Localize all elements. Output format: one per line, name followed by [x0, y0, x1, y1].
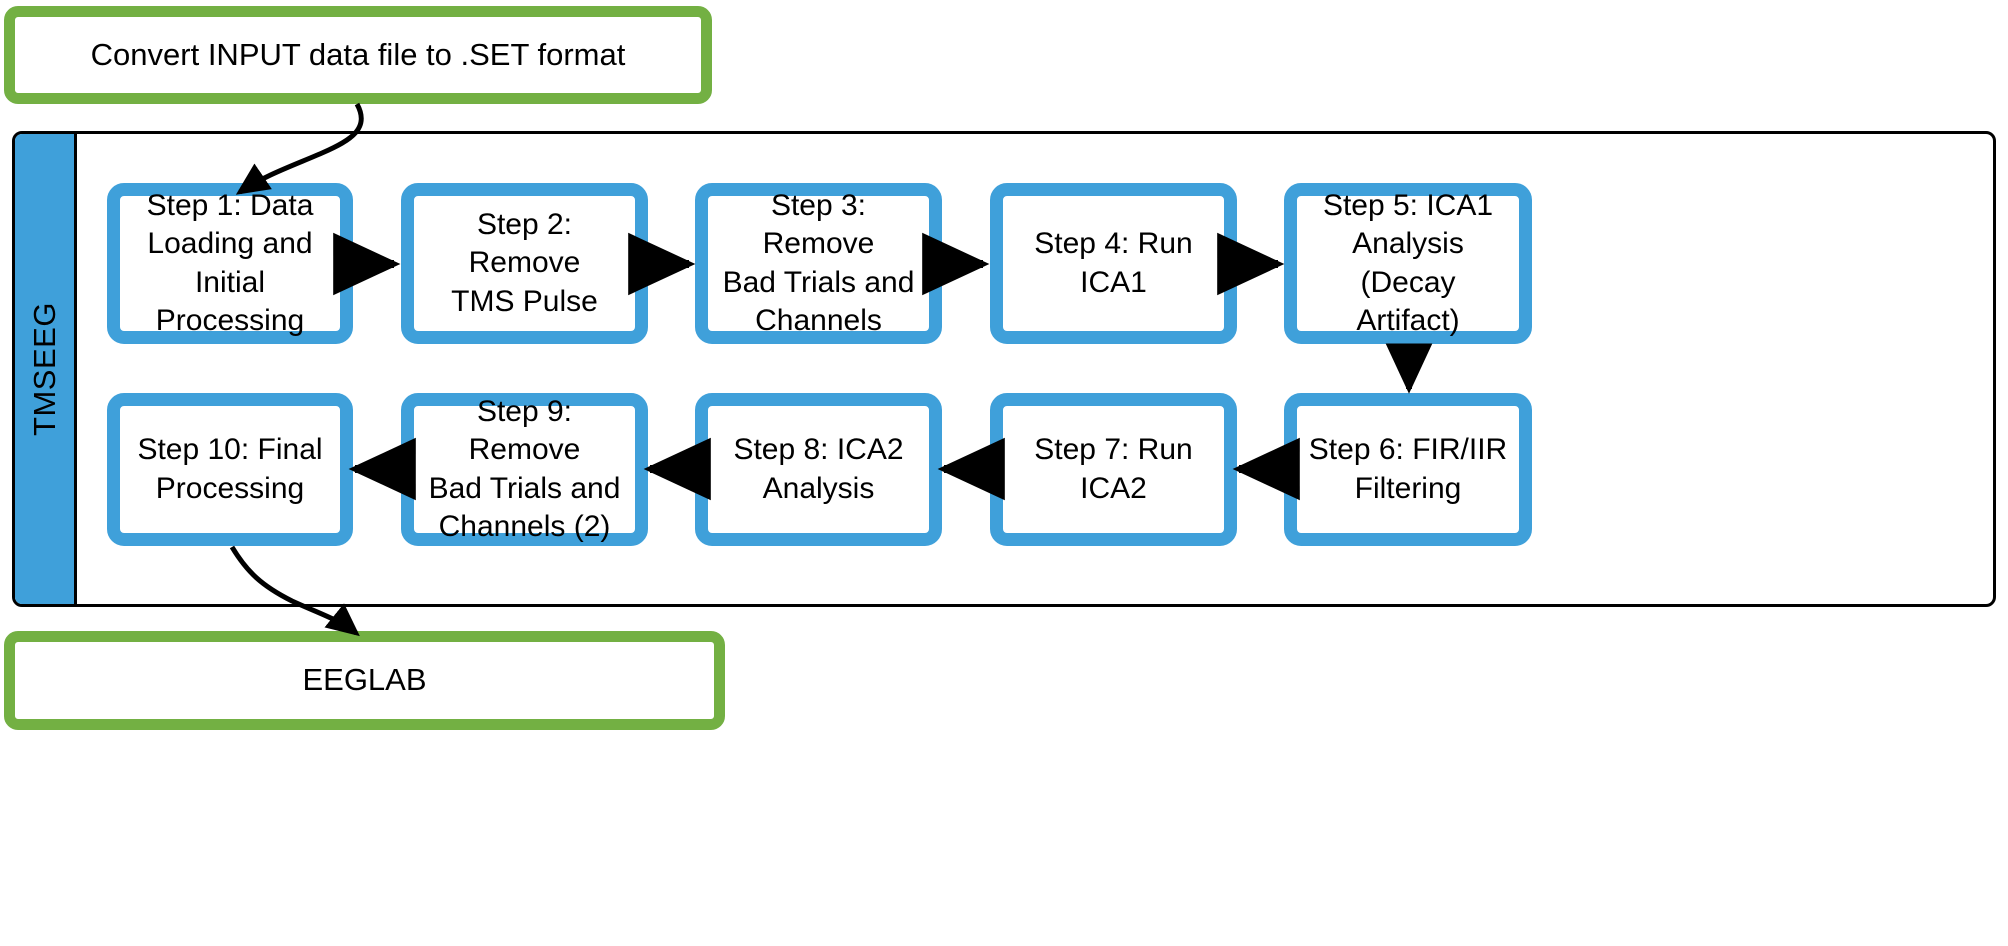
step-label-step2: Step 2: Remove TMS Pulse — [451, 207, 598, 318]
step-label-step6: Step 6: FIR/IIR Filtering — [1308, 433, 1508, 505]
step-box-step9[interactable]: Step 9: Remove Bad Trials and Channels (… — [401, 393, 648, 546]
step-box-step2[interactable]: Step 2: Remove TMS Pulse — [401, 183, 648, 344]
tmseeg-sidebar-band: TMSEEG — [15, 134, 77, 604]
step-box-step10[interactable]: Step 10: Final Processing — [107, 393, 353, 546]
step-label-step8: Step 8: ICA2 Analysis — [733, 433, 904, 505]
step-label-step9: Step 9: Remove Bad Trials and Channels (… — [428, 394, 621, 543]
step-box-step3[interactable]: Step 3: Remove Bad Trials and Channels — [695, 183, 942, 344]
step-label-step4: Step 4: Run ICA1 — [1034, 227, 1193, 299]
tmseeg-label: TMSEEG — [26, 302, 62, 436]
step-box-step5[interactable]: Step 5: ICA1 Analysis (Decay Artifact) — [1284, 183, 1532, 344]
input-box-label: Convert INPUT data file to .SET format — [90, 36, 626, 72]
step-box-step8[interactable]: Step 8: ICA2 Analysis — [695, 393, 942, 546]
step-box-step7[interactable]: Step 7: Run ICA2 — [990, 393, 1237, 546]
step-box-step4[interactable]: Step 4: Run ICA1 — [990, 183, 1237, 344]
step-box-step1[interactable]: Step 1: Data Loading and Initial Process… — [107, 183, 353, 344]
step-box-step6[interactable]: Step 6: FIR/IIR Filtering — [1284, 393, 1532, 546]
step-label-step1: Step 1: Data Loading and Initial Process… — [146, 188, 314, 337]
step-label-step10: Step 10: Final Processing — [137, 433, 323, 505]
output-box-label: EEGLAB — [302, 662, 427, 698]
input-box[interactable]: Convert INPUT data file to .SET format — [4, 6, 712, 104]
output-box[interactable]: EEGLAB — [4, 631, 725, 730]
step-label-step5: Step 5: ICA1 Analysis (Decay Artifact) — [1322, 188, 1494, 337]
step-label-step3: Step 3: Remove Bad Trials and Channels — [722, 188, 915, 337]
step-label-step7: Step 7: Run ICA2 — [1034, 433, 1193, 505]
